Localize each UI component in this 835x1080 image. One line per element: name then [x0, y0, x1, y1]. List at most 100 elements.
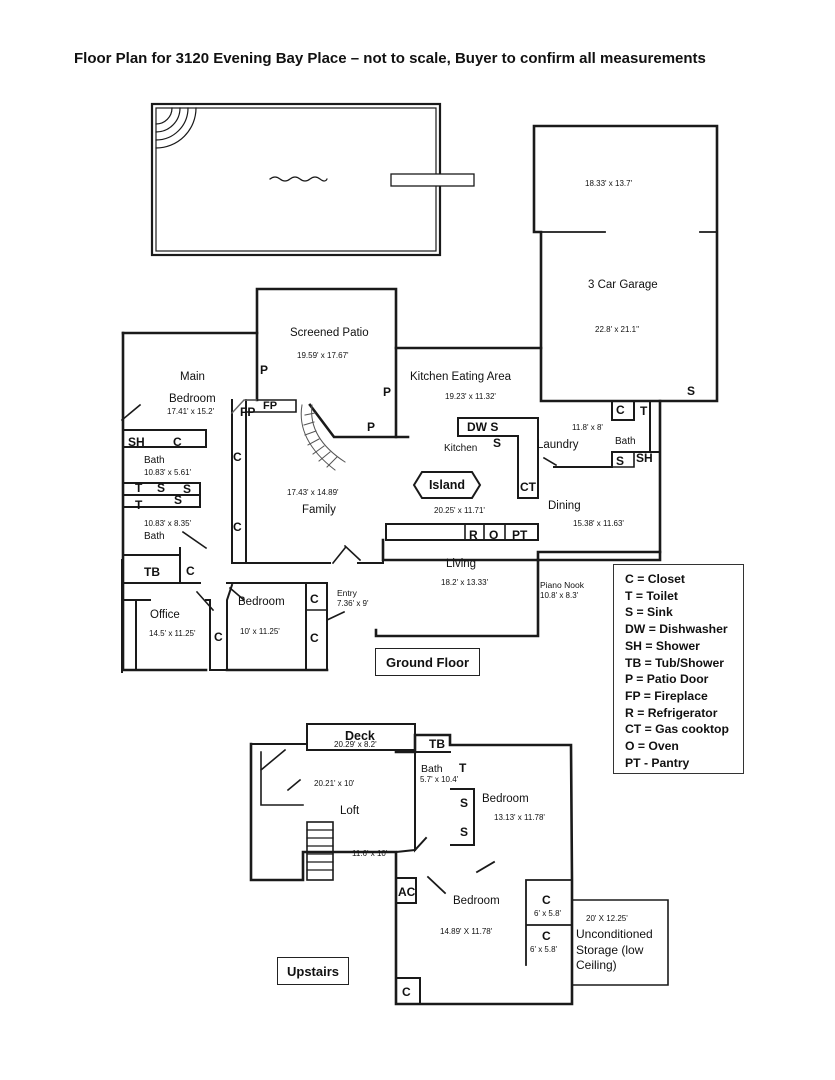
- living-dim: 18.2' x 13.33': [441, 578, 489, 587]
- loft-dim: 11.6' x 10': [352, 849, 388, 858]
- bath2-name: Bath: [144, 531, 165, 542]
- upstairs-bedroom1-dim: 13.13' x 11.78': [494, 813, 545, 822]
- ground-floor-label: Ground Floor: [375, 648, 480, 676]
- upstairs-bath-dim: 5.7' x 10.4': [420, 775, 459, 784]
- sink-symbol: S: [174, 493, 183, 507]
- cooktop-symbol: CT: [520, 480, 536, 494]
- loft-name: Loft: [340, 805, 360, 817]
- closet-symbol: C: [173, 435, 182, 449]
- piano-dim: 10.8' x 8.3': [540, 591, 579, 600]
- legend-item: S = Sink: [625, 605, 673, 620]
- piano-name: Piano Nook: [540, 580, 584, 590]
- family-name: Family: [302, 504, 336, 516]
- main-bedroom-label: Bedroom: [169, 393, 216, 405]
- sink-symbol: S: [183, 482, 192, 496]
- closet-symbol: C: [542, 929, 551, 943]
- entry-dim: 7.36' x 9': [337, 599, 369, 608]
- page-title: Floor Plan for 3120 Evening Bay Place – …: [74, 50, 706, 67]
- living-name: Living: [446, 558, 477, 570]
- deck-dim: 20.29' x 8.2': [334, 740, 377, 749]
- tub-shower-symbol: TB: [429, 737, 445, 751]
- upstairs-bedroom1-name: Bedroom: [482, 793, 529, 805]
- bath2-dim: 10.83' x 8.35': [144, 519, 192, 528]
- shower-symbol: SH: [636, 451, 653, 465]
- kitchen-dim: 20.25' x 11.71': [434, 506, 485, 515]
- loft-top-dim: 20.21' x 10': [314, 779, 355, 788]
- main-bedroom-dim: 17.41' x 15.2': [167, 407, 215, 416]
- toilet-symbol: T: [640, 404, 648, 418]
- laundry-dim: 11.8' x 8': [572, 423, 603, 432]
- toilet-symbol: T: [135, 481, 143, 495]
- oven-symbol: O: [489, 528, 499, 542]
- legend-item: TB = Tub/Shower: [625, 655, 724, 670]
- family-dim: 17.43' x 14.89': [287, 488, 339, 497]
- legend-item: T = Toilet: [625, 588, 678, 603]
- fireplace-symbol: FP: [240, 405, 256, 419]
- closet-symbol: C: [310, 631, 319, 645]
- legend-item: CT = Gas cooktop: [625, 722, 729, 737]
- upstairs-bedroom2-name: Bedroom: [453, 895, 500, 907]
- bedroom-name: Bedroom: [238, 596, 285, 608]
- ac-symbol: AC: [398, 885, 416, 899]
- bedroom-dim: 10' x 11.25': [240, 627, 280, 636]
- bath1-dim: 10.83' x 5.61': [144, 468, 192, 477]
- kitchen-eating-dim: 19.23' x 11.32': [445, 392, 496, 401]
- legend-item: P = Patio Door: [625, 672, 709, 687]
- patio-door-symbol: P: [383, 385, 392, 399]
- kitchen-island: [412, 471, 482, 499]
- kitchen-name: Kitchen: [444, 443, 478, 454]
- legend: C = Closet T = Toilet S = Sink DW = Dish…: [613, 564, 744, 774]
- sink-symbol: S: [687, 384, 696, 398]
- legend-item: R = Refrigerator: [625, 705, 718, 720]
- toilet-symbol: T: [135, 498, 143, 512]
- closet-symbol: C: [616, 403, 625, 417]
- closet-symbol: C: [402, 985, 411, 999]
- spiral-stair: [300, 404, 346, 471]
- dishwasher-sink-symbol: DW S: [467, 420, 499, 434]
- legend-item: SH = Shower: [625, 638, 700, 653]
- kitchen-eating-name: Kitchen Eating Area: [410, 371, 512, 383]
- upstairs-label: Upstairs: [277, 957, 349, 985]
- closet-symbol: C: [310, 592, 319, 606]
- closet-symbol: C: [233, 450, 242, 464]
- refrigerator-symbol: R: [469, 528, 478, 542]
- office-dim: 14.5' x 11.25': [149, 629, 196, 638]
- diving-board: [390, 173, 475, 187]
- laundry-name: Laundry: [537, 439, 579, 451]
- screened-patio-dim: 19.59' x 17.67': [297, 351, 349, 360]
- main-label: Main: [180, 371, 205, 383]
- garage-outline: [532, 124, 719, 403]
- garage-name: 3 Car Garage: [588, 279, 658, 291]
- screened-patio-name: Screened Patio: [290, 327, 369, 339]
- storage-name: Unconditioned Storage (low Ceiling): [576, 927, 653, 972]
- pool-steps: [155, 107, 197, 149]
- closet-symbol: C: [214, 630, 223, 644]
- fireplace-symbol: FP: [263, 400, 278, 412]
- closet2-dim: 6' x 5.8': [530, 945, 558, 954]
- dining-name: Dining: [548, 500, 581, 512]
- closet-symbol: C: [233, 520, 242, 534]
- dining-dim: 15.38' x 11.63': [573, 519, 624, 528]
- upstairs-bath-name: Bath: [421, 763, 443, 775]
- closet-symbol: C: [186, 564, 195, 578]
- upstairs-bedroom2-dim: 14.89' X 11.78': [440, 927, 493, 936]
- legend-item: PT - Pantry: [625, 755, 690, 770]
- upstairs-stair: [306, 821, 334, 881]
- pantry-symbol: PT: [512, 528, 528, 542]
- shower-symbol: SH: [128, 435, 145, 449]
- patio-door-symbol: P: [260, 363, 269, 377]
- sink-symbol: S: [616, 454, 625, 468]
- entry-name: Entry: [337, 588, 357, 598]
- office-name: Office: [150, 609, 180, 621]
- sink-symbol: S: [460, 825, 469, 839]
- sink-symbol: S: [493, 436, 502, 450]
- sink-symbol: S: [157, 481, 166, 495]
- deck-name: Deck: [345, 729, 375, 743]
- garage-dim: 22.8' x 21.1'': [595, 325, 640, 334]
- pool-water: [269, 176, 328, 182]
- island-label: Island: [428, 478, 466, 492]
- bath3-name: Bath: [615, 436, 636, 447]
- closet-symbol: C: [542, 893, 551, 907]
- sink-symbol: S: [460, 796, 469, 810]
